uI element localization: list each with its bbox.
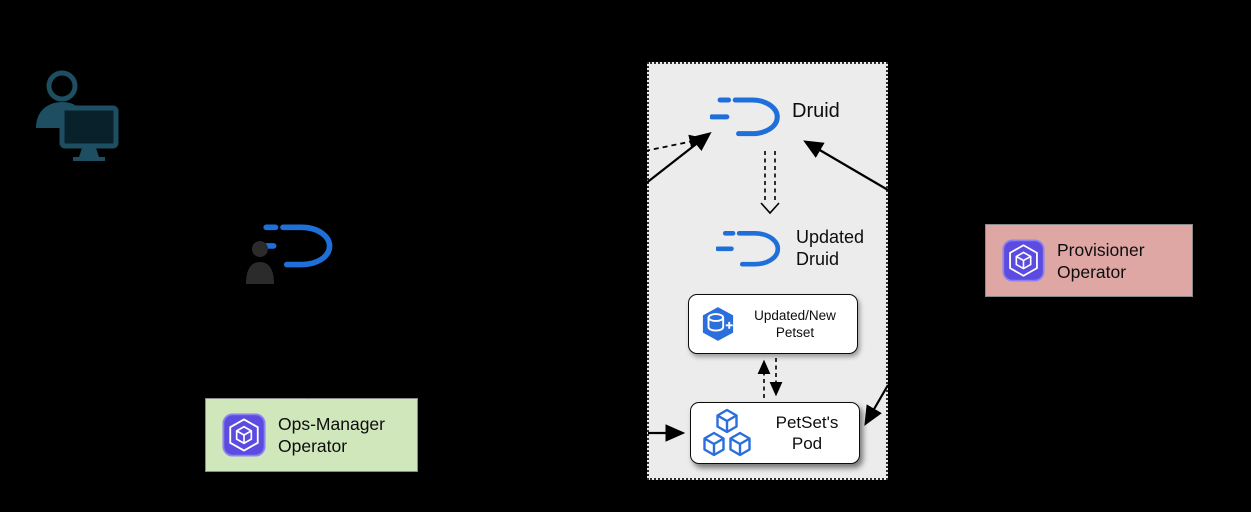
arrow-to-ops-manager-box [307,378,325,399]
operator-cube-icon [1002,239,1045,282]
ops-manager-operator-box: Ops-Manager Operator [205,398,418,472]
ops-manager-line2: Operator [278,436,348,456]
druid-logo-icon [716,224,784,272]
updated-druid-line2: Druid [796,249,840,269]
druid-logo-icon [710,90,784,142]
druid-label: Druid [792,100,840,122]
provisioner-line2: Operator [1057,261,1127,282]
petset-line1: Updated/New [754,308,836,323]
provisioner-line1: Provisioner [1057,239,1145,260]
petset-line2: Petset [775,325,815,340]
petsets-pod-box: PetSet's Pod [690,402,860,464]
updated-druid-label: Updated Druid [796,226,880,270]
operator-cube-icon [222,413,266,457]
petset-hexagon-icon [702,307,734,341]
petsets-pod-label: PetSet's Pod [761,412,853,454]
user-at-computer-icon [36,70,119,161]
pod-line2: Pod [791,434,823,453]
person-icon [246,241,274,284]
pod-cubes-icon [703,408,751,457]
ops-manager-operator-label: Ops-Manager Operator [278,413,385,457]
updated-druid-line1: Updated [796,227,865,247]
pod-line1: PetSet's [775,413,839,432]
ops-manager-line1: Ops-Manager [278,414,385,434]
updated-new-petset-label: Updated/New Petset [743,307,847,341]
updated-new-petset-box: Updated/New Petset [688,294,858,354]
provisioner-operator-label: Provisioner Operator [1057,239,1145,283]
provisioner-operator-box: Provisioner Operator [985,224,1193,297]
